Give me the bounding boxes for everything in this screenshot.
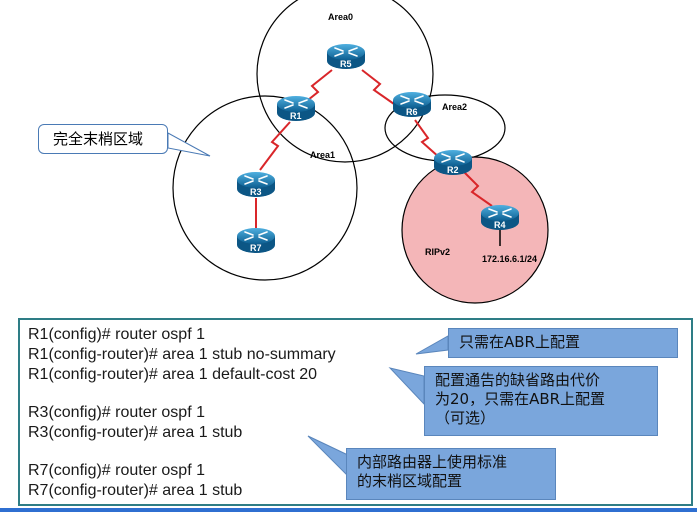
callout-default-cost: 配置通告的缺省路由代价 为20，只需在ABR上配置 （可选）: [424, 366, 658, 436]
code-line: R7(config)# router ospf 1: [28, 462, 205, 479]
rip-circle: [401, 156, 549, 304]
router-r7-label: R7: [250, 243, 262, 253]
code-line: R1(config-router)# area 1 stub no-summar…: [28, 346, 336, 363]
code-line: R1(config)# router ospf 1: [28, 326, 205, 343]
link-r2-r4: [463, 171, 493, 207]
stub-area-bubble: 完全末梢区域: [38, 124, 168, 154]
router-r6-label: R6: [406, 107, 418, 117]
area0-label: Area0: [328, 12, 353, 22]
callout-default-cost-line1: 配置通告的缺省路由代价: [435, 371, 601, 389]
network-topology: R5 R1 R6 R2 R3 R7 R4 Area0 Area1 Area2 R…: [167, 0, 549, 304]
router-r3-label: R3: [250, 187, 262, 197]
callout-internal-line2: 的末梢区域配置: [357, 472, 463, 490]
code-line: R3(config)# router ospf 1: [28, 404, 205, 421]
code-line: R7(config-router)# area 1 stub: [28, 482, 243, 499]
code-line: R1(config-router)# area 1 default-cost 2…: [28, 366, 318, 383]
link-r1-r3: [259, 121, 291, 171]
router-r5-label: R5: [340, 59, 352, 69]
router-r1-label: R1: [290, 111, 302, 121]
network-label: 172.16.6.1/24: [482, 254, 537, 264]
stub-bubble-tail: [167, 132, 211, 157]
code-line: R3(config-router)# area 1 stub: [28, 424, 243, 441]
rip-label: RIPv2: [425, 247, 450, 257]
area2-label: Area2: [442, 102, 467, 112]
area0-circle: [256, 0, 434, 163]
bottom-accent-bar: [0, 508, 697, 512]
callout-default-cost-line3: （可选）: [435, 409, 496, 427]
callout-abr-only-text: 只需在ABR上配置: [459, 333, 580, 351]
area1-label: Area1: [310, 150, 335, 160]
area1-circle: [172, 95, 358, 281]
callout-internal-routers: 内部路由器上使用标准 的末梢区域配置: [346, 448, 556, 500]
callout-abr-only: 只需在ABR上配置: [448, 328, 678, 358]
router-r4-label: R4: [494, 220, 506, 230]
router-r2-label: R2: [447, 165, 459, 175]
link-r5-r6: [361, 69, 395, 105]
callout-internal-line1: 内部路由器上使用标准: [357, 453, 508, 471]
callout-default-cost-line2: 为20，只需在ABR上配置: [435, 390, 606, 408]
link-r6-r2: [414, 119, 441, 159]
